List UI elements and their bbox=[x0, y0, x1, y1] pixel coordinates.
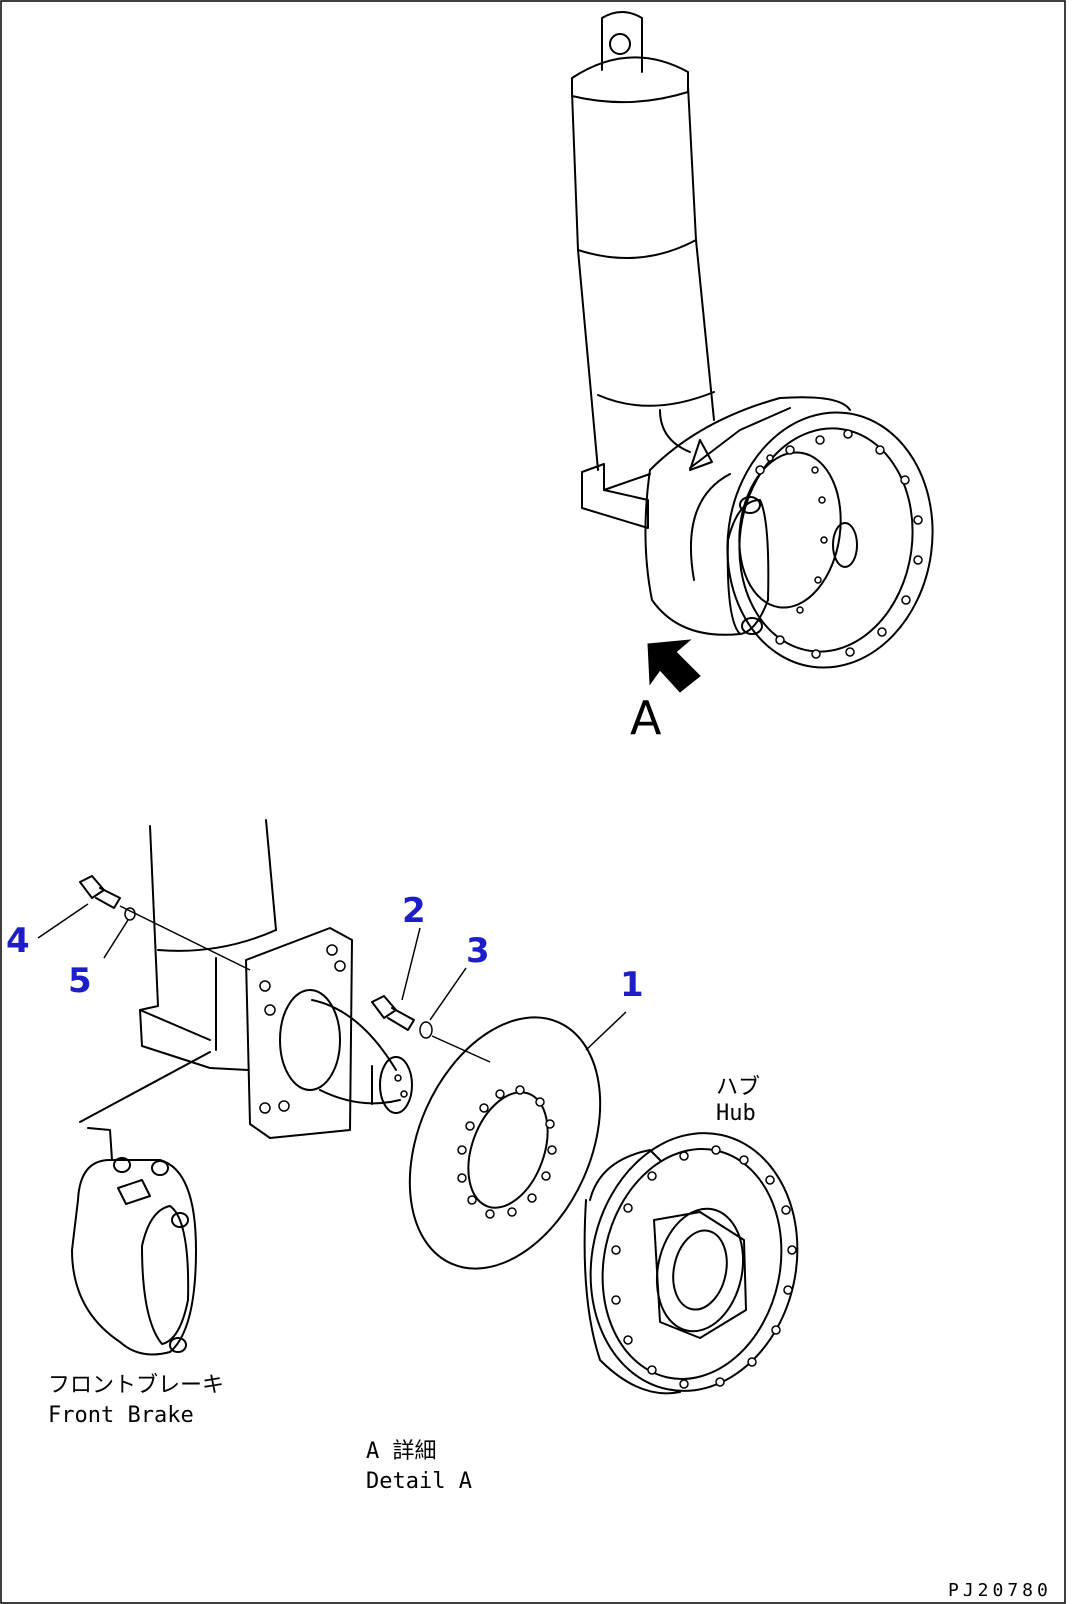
detail-label-jp: A 詳細 bbox=[366, 1439, 437, 1464]
exploded-parts-drawing: A bbox=[0, 0, 1066, 1604]
drawing-code: PJ20780 bbox=[948, 1580, 1052, 1601]
detail-label-en: Detail A bbox=[366, 1469, 472, 1494]
bolt-part-2 bbox=[371, 995, 415, 1031]
bolt-part-4 bbox=[79, 875, 121, 909]
brake-disc-part-1 bbox=[408, 1016, 602, 1270]
washer-part-3 bbox=[419, 1021, 433, 1039]
view-marker-label: A bbox=[630, 691, 662, 745]
hub-assembly bbox=[583, 1132, 799, 1395]
drawing-border bbox=[0, 0, 1066, 1604]
leader-2 bbox=[401, 927, 421, 1001]
hub-label-jp: ハブ bbox=[716, 1075, 760, 1100]
bolt-2-leader bbox=[431, 1035, 491, 1063]
callout-5[interactable]: 5 bbox=[68, 961, 92, 1001]
bolt-4-leader bbox=[119, 905, 251, 971]
front-brake-caliper bbox=[71, 1051, 211, 1356]
callout-4[interactable]: 4 bbox=[6, 921, 30, 961]
leader-1 bbox=[585, 1011, 627, 1051]
view-arrow-a bbox=[647, 639, 701, 693]
leader-5 bbox=[103, 919, 129, 959]
callout-1[interactable]: 1 bbox=[620, 965, 644, 1005]
knuckle-spindle-assembly bbox=[139, 819, 413, 1139]
callout-2[interactable]: 2 bbox=[402, 891, 426, 931]
brake-label-en: Front Brake bbox=[48, 1403, 194, 1428]
brake-label-jp: フロントブレーキ bbox=[48, 1373, 224, 1398]
cylinder-assembly-overview bbox=[571, 11, 934, 669]
leader-4 bbox=[37, 903, 89, 939]
leader-3 bbox=[429, 967, 467, 1021]
hub-label-en: Hub bbox=[716, 1101, 756, 1126]
callout-3[interactable]: 3 bbox=[466, 931, 490, 971]
